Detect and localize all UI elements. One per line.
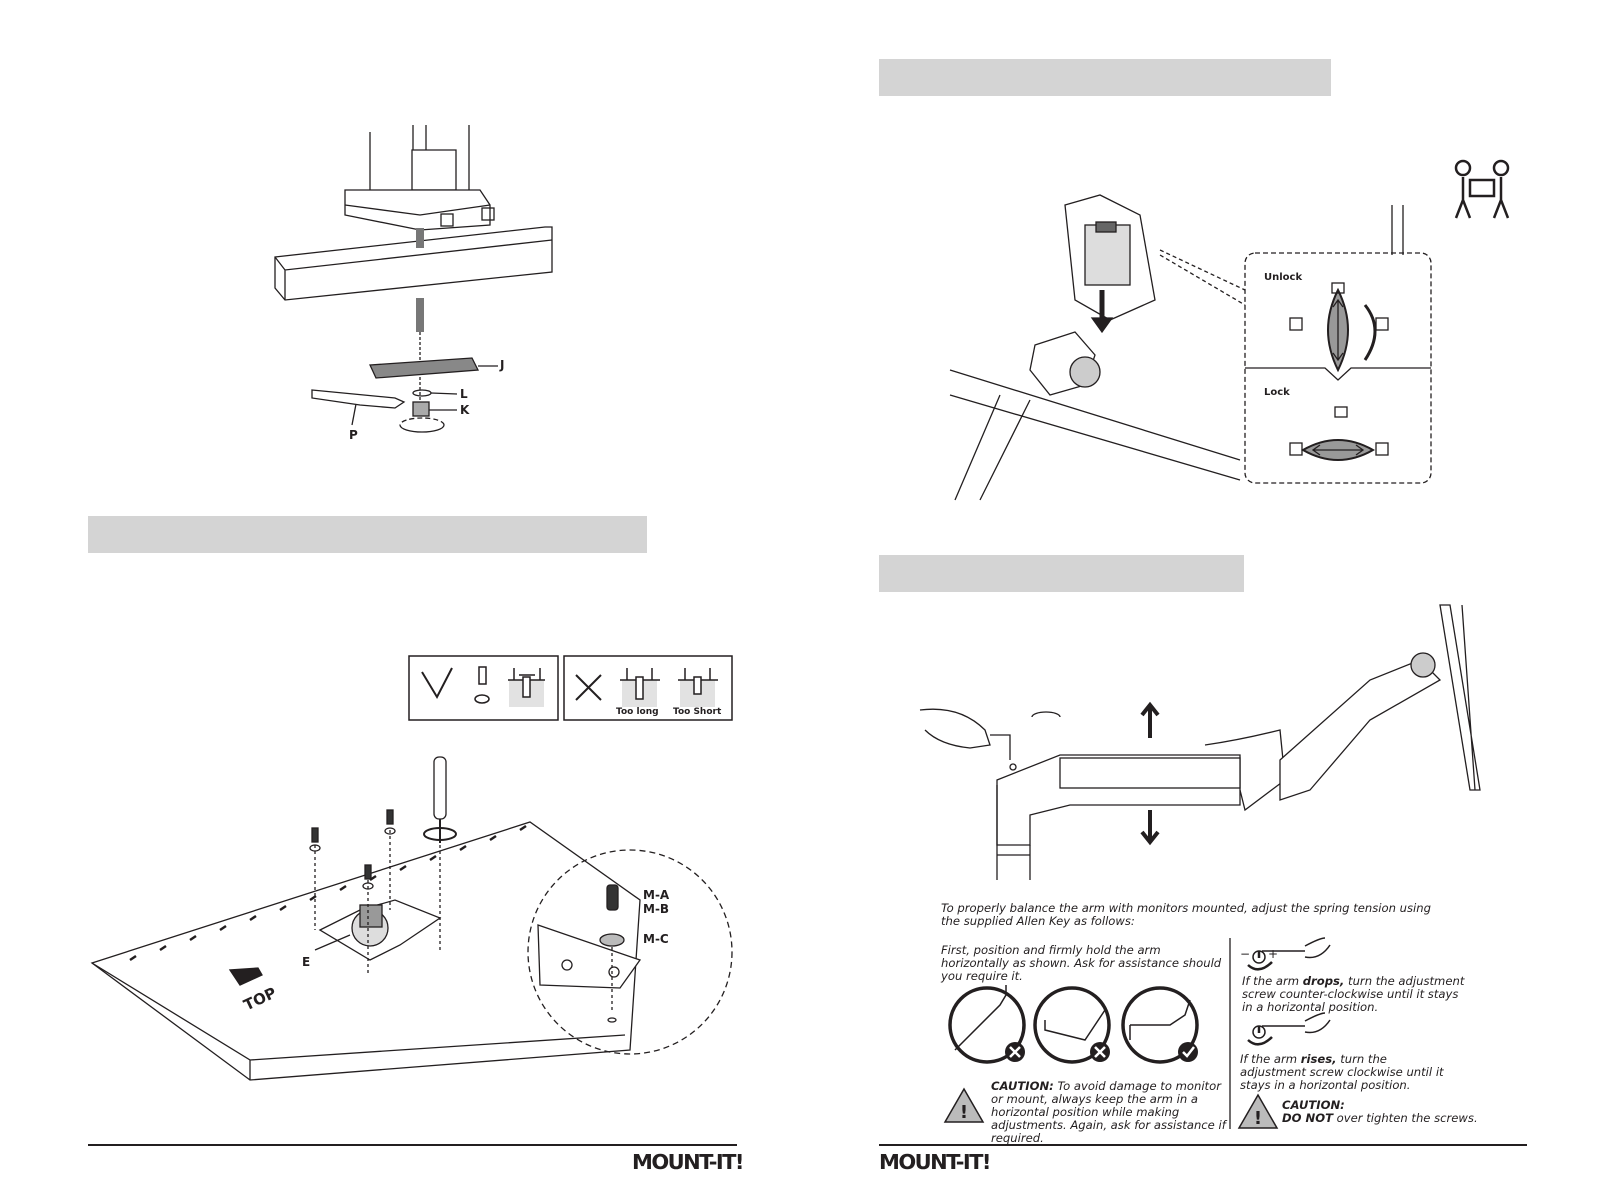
part-label-mb: M-B [643, 902, 670, 916]
section-header-bar-right-2 [879, 555, 1244, 592]
part-label-ma: M-A [643, 888, 670, 902]
footer-rule-left [88, 1144, 737, 1146]
two-person-lift-icon [1454, 159, 1510, 219]
too-short-label: Too Short [673, 707, 722, 717]
part-label-j: J [500, 358, 505, 372]
check-badge-icon [1178, 1042, 1198, 1062]
screw-ccw-icon [1247, 937, 1331, 971]
section-header-bar-right-1 [879, 59, 1331, 96]
x-badge-icon [1005, 1042, 1025, 1062]
minus-sign: − [1240, 947, 1251, 961]
caution-overtighten-text: CAUTION: DO NOT over tighten the screws. [1282, 1098, 1478, 1125]
x-badge-icon [1090, 1042, 1110, 1062]
lock-label: Lock [1264, 387, 1290, 398]
warning-triangle-icon: ! [1237, 1093, 1279, 1129]
svg-text:!: ! [960, 1102, 968, 1123]
part-label-p: P [349, 428, 358, 442]
cross-icon [575, 674, 602, 701]
caution-horizontal-text: CAUTION: To avoid damage to monitor or m… [991, 1079, 1226, 1145]
mount-it-logo-left: MOUNT-IT! [632, 1150, 744, 1174]
part-label-mc: M-C [643, 932, 669, 946]
hold-arm-instruction: First, position and firmly hold the arm … [941, 943, 1222, 983]
arm-drops-instruction: If the arm drops, turn the adjustment sc… [1242, 974, 1465, 1014]
too-long-label: Too long [616, 707, 659, 717]
plus-sign: + [1268, 947, 1279, 961]
mount-it-logo-right: MOUNT-IT! [879, 1150, 991, 1174]
top-direction-label: TOP [240, 983, 280, 1015]
tension-intro-text: To properly balance the arm with monitor… [941, 901, 1431, 928]
screw-cw-icon [1247, 1012, 1331, 1046]
arm-rises-instruction: If the arm rises, turn the adjustment sc… [1240, 1052, 1444, 1092]
warning-triangle-icon: ! [943, 1087, 985, 1123]
section-header-bar-left [88, 516, 647, 553]
part-label-k: K [460, 403, 470, 417]
checkmark-icon [421, 667, 453, 700]
part-label-e: E [302, 955, 311, 969]
unlock-label: Unlock [1264, 272, 1303, 283]
svg-text:!: ! [1254, 1108, 1262, 1129]
part-label-l: L [460, 387, 468, 401]
footer-rule-right [879, 1144, 1527, 1146]
